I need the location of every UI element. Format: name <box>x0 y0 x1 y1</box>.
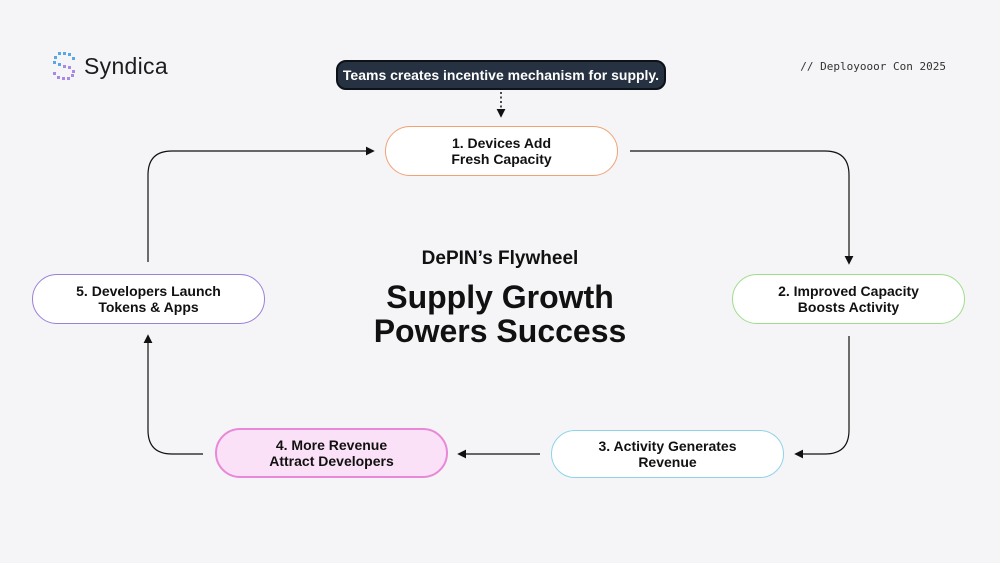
incentive-callout: Teams creates incentive mechanism for su… <box>336 60 666 90</box>
arrow-step4-to-step5 <box>143 334 203 455</box>
brand-logo: Syndica <box>52 52 168 80</box>
step-label-line2: Fresh Capacity <box>451 151 552 167</box>
title-line-1: Supply Growth <box>386 279 614 315</box>
step-label-line1: 1. Devices Add <box>451 135 552 151</box>
step-label-line2: Attract Developers <box>269 453 394 469</box>
diagram-title: Supply Growth Powers Success <box>300 280 700 348</box>
syndica-logo-icon <box>53 52 75 80</box>
brand-name: Syndica <box>84 52 168 79</box>
step-label-line1: 2. Improved Capacity <box>778 283 919 299</box>
title-line-2: Powers Success <box>373 313 627 349</box>
step-label-line1: 4. More Revenue <box>275 437 388 453</box>
step-label-line1: 5. Developers Launch <box>76 283 221 299</box>
step-label-line2: Boosts Activity <box>797 299 900 315</box>
arrow-step2-to-step3 <box>794 336 850 459</box>
step-label-line2: Revenue <box>638 454 697 470</box>
arrow-step1-to-step2 <box>630 150 854 265</box>
arrow-step5-to-step1 <box>147 146 375 262</box>
diagram-subtitle: DePIN’s Flywheel <box>421 248 579 269</box>
step-label-line1: 3. Activity Generates <box>598 438 737 454</box>
step-label-line2: Tokens & Apps <box>98 299 199 315</box>
event-label: // Deployooor Con 2025 <box>800 60 946 73</box>
